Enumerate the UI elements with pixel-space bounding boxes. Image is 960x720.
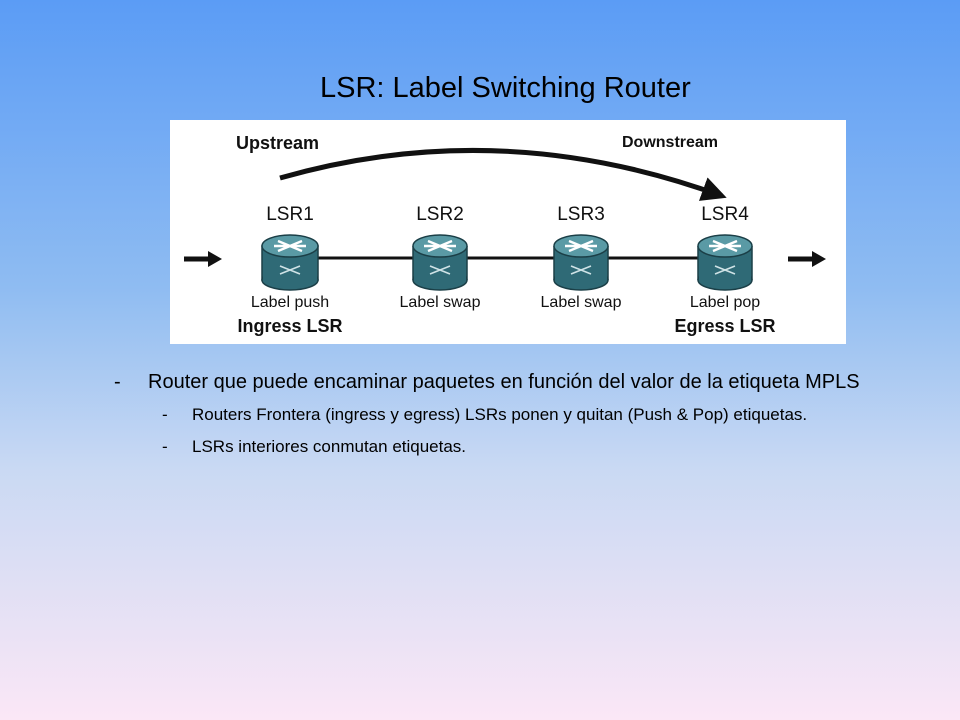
bullet-text: Router que puede encaminar paquetes en f… [148, 371, 860, 393]
router-lsr2 [412, 234, 468, 291]
bullet-list: - Router que puede encaminar paquetes en… [112, 368, 908, 460]
upstream-label: Upstream [236, 133, 319, 153]
direction-arrow [279, 147, 727, 201]
node-operation: Label pop [690, 294, 760, 311]
bullet-main: - Router que puede encaminar paquetes en… [112, 368, 908, 396]
node-role: Egress LSR [674, 316, 775, 336]
bullet-text: Routers Frontera (ingress y egress) LSRs… [192, 405, 808, 424]
router-lsr1 [261, 234, 319, 291]
node-name: LSR4 [701, 204, 749, 225]
node-operation: Label push [251, 294, 329, 311]
node-name: LSR1 [266, 204, 314, 225]
bullet-marker: - [162, 405, 168, 424]
downstream-label: Downstream [622, 134, 718, 151]
node-operation: Label swap [541, 294, 622, 311]
bullet-marker: - [114, 371, 121, 393]
node-name: LSR3 [557, 204, 605, 225]
egress-arrow [788, 251, 826, 267]
router-icon [261, 234, 319, 291]
ingress-arrow [184, 251, 222, 267]
router-lsr4 [697, 234, 753, 291]
bullet-marker: - [162, 437, 168, 456]
bullet-sub: - Routers Frontera (ingress y egress) LS… [112, 402, 908, 428]
bullet-sub: - LSRs interiores conmutan etiquetas. [112, 434, 908, 460]
node-operation: Label swap [400, 294, 481, 311]
router-lsr3 [553, 234, 609, 291]
node-name: LSR2 [416, 204, 464, 225]
router-icon [412, 234, 468, 291]
bullet-text: LSRs interiores conmutan etiquetas. [192, 437, 467, 456]
router-icon [553, 234, 609, 291]
node-role: Ingress LSR [237, 316, 342, 336]
router-icon [697, 234, 753, 291]
lsr-diagram: Upstream Downstream LSR1 [170, 120, 846, 344]
slide-title: LSR: Label Switching Router [320, 72, 691, 104]
